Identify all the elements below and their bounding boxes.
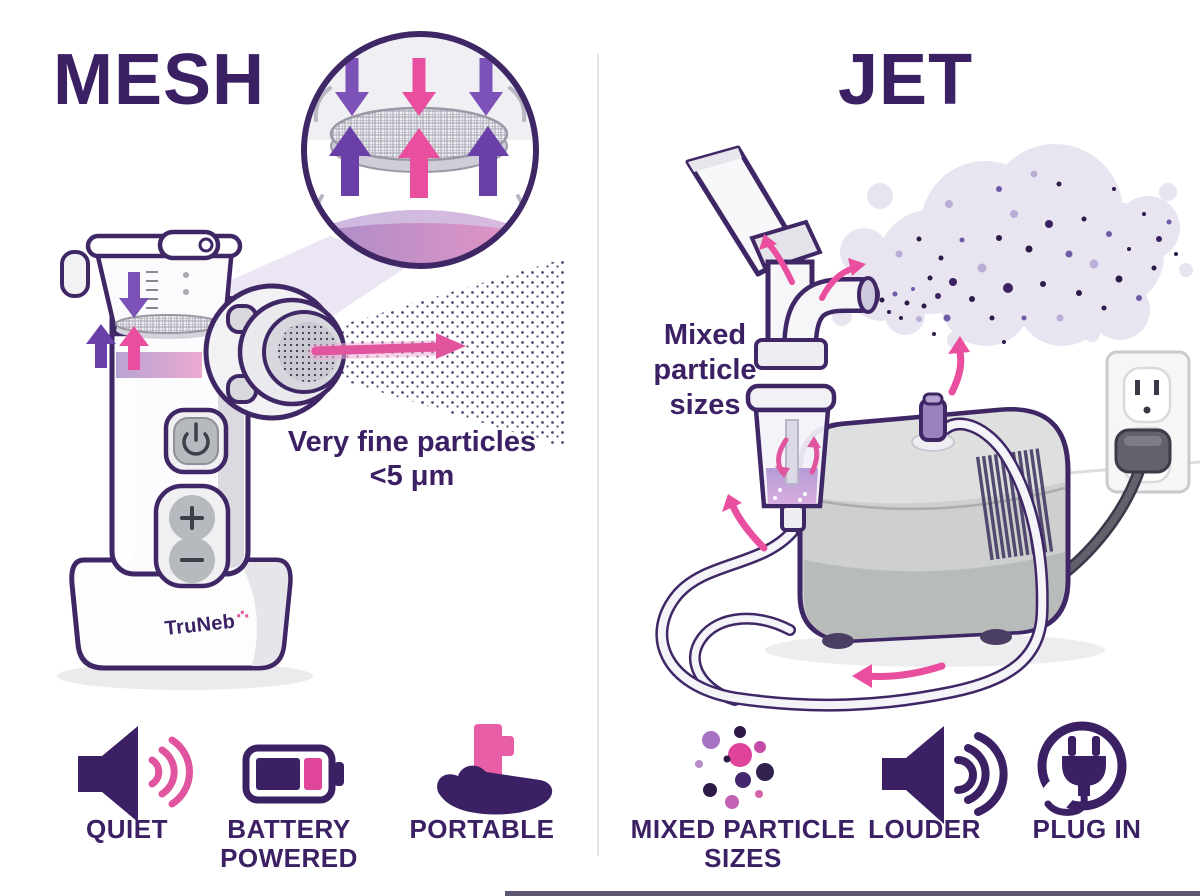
flow-arrows: [722, 234, 970, 688]
bottom-crop-strip: [505, 891, 1200, 896]
hand-holding-device-icon: [437, 724, 553, 815]
spray-arrow: [308, 333, 466, 360]
fine-particles-caption: Very fine particles <5 μm: [272, 425, 552, 493]
up-arrow-pink: [119, 326, 149, 370]
speaker-quiet-icon: [78, 726, 193, 822]
fine-particles-line1: Very fine particles: [287, 426, 537, 458]
down-arrow: [119, 272, 149, 318]
inset-up-arrows: [329, 126, 509, 198]
particle-dots-icon: [695, 726, 774, 809]
battery-icon: [242, 744, 344, 804]
brand-sparkle: [237, 614, 241, 618]
mixed-particle-annotation: Mixed particle sizes: [653, 319, 757, 421]
mesh-title: MESH: [53, 40, 266, 120]
volume-buttons: [153, 483, 231, 589]
feature-label-portable: PORTABLE: [409, 814, 555, 844]
power-button: [163, 407, 229, 475]
air-outlet-nub: [911, 392, 955, 452]
plus-icon: [180, 506, 204, 530]
speaker-loud-icon: [882, 726, 1008, 824]
mist-cloud: [832, 144, 1193, 349]
feature-label-mixed-sizes: MIXED PARTICLE SIZES: [630, 814, 856, 874]
air-tubing: [655, 417, 1049, 712]
mesh-nebulizer-device: [57, 229, 347, 690]
feature-label-plug-in: PLUG IN: [1032, 814, 1142, 844]
center-divider: [597, 54, 599, 856]
feature-label-louder: LOUDER: [868, 814, 981, 844]
fine-particles-line2: <5 μm: [369, 460, 455, 493]
feature-label-battery: BATTERY POWERED: [220, 814, 358, 874]
jet-nebulizer-cup: [685, 145, 880, 532]
jet-title: JET: [838, 40, 974, 120]
socket-top: [1122, 366, 1172, 424]
up-arrow-purple: [86, 324, 116, 368]
feature-label-quiet: QUIET: [86, 814, 168, 844]
mist-droplets: [879, 170, 1178, 344]
jet-compressor: [765, 407, 1105, 667]
power-icon: [182, 422, 210, 456]
plug-icon: [1033, 721, 1127, 819]
inset-down-arrows: [335, 58, 503, 116]
charging-base: [69, 557, 293, 671]
mist-opening: [857, 276, 879, 314]
mouthpiece-cup: [203, 283, 347, 421]
mesh-inset-circle: [301, 31, 539, 269]
